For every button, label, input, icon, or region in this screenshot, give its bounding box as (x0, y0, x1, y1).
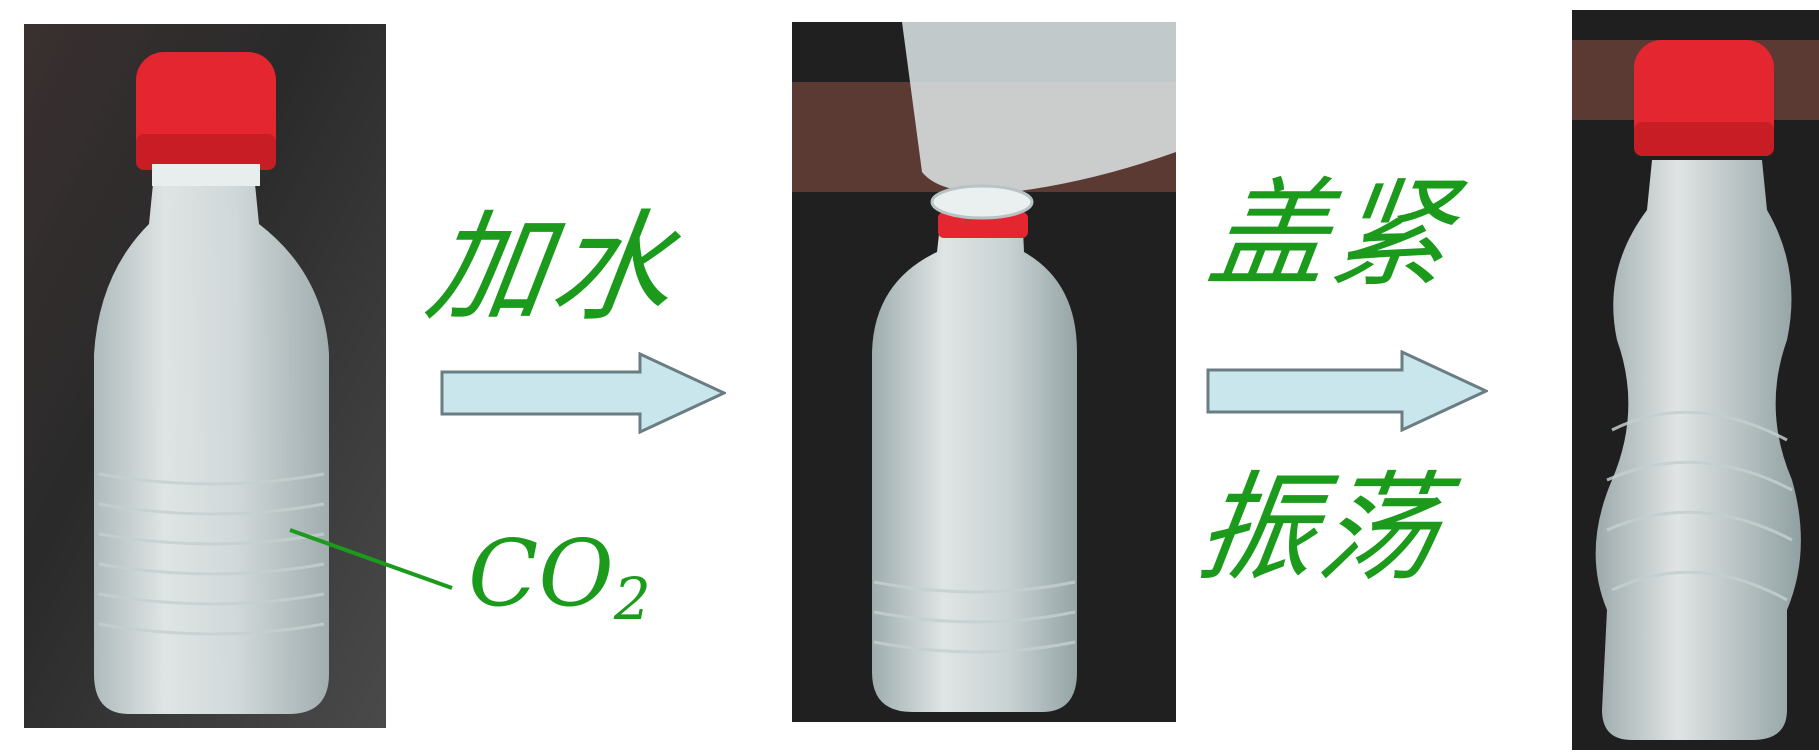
photo-pouring-water (792, 22, 1176, 722)
co2-subscript: 2 (613, 565, 651, 633)
right-arrow-icon (440, 352, 726, 434)
bottle-icon (24, 24, 386, 728)
bottle-icon (1572, 10, 1819, 750)
label-shake: 振荡 (1188, 459, 1453, 597)
photo-bottle-co2 (24, 24, 386, 728)
label-add-water: 加水 (418, 199, 687, 338)
photo-crumpled-bottle (1572, 10, 1819, 750)
co2-main-text: CO (468, 520, 614, 627)
bottle-icon (792, 22, 1176, 722)
right-arrow-icon (1206, 350, 1488, 432)
label-cap-tight: 盖紧 (1200, 165, 1465, 303)
label-co2: CO2 (468, 520, 651, 633)
